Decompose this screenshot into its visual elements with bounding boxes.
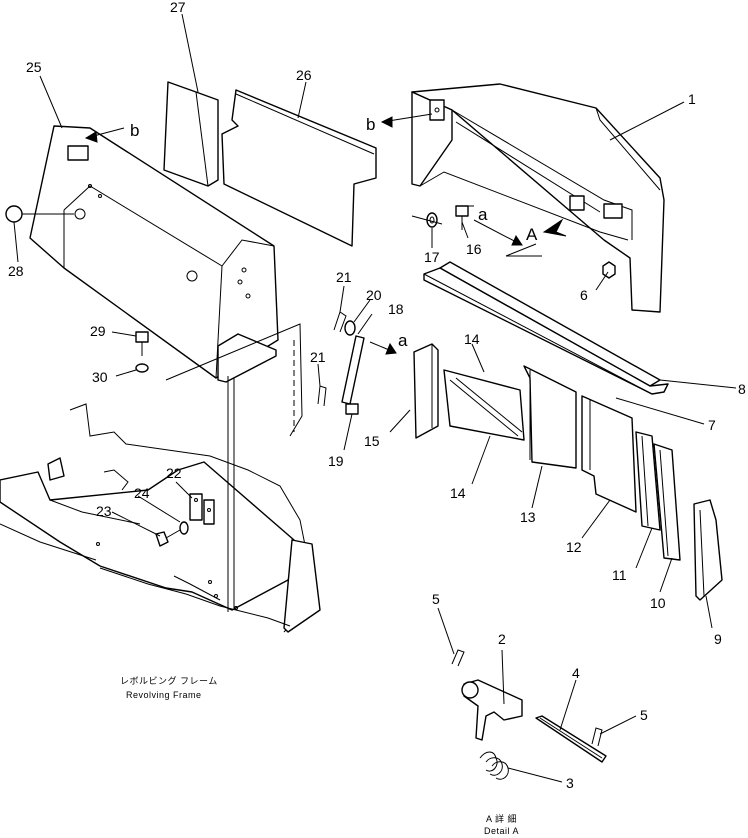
- part-2-hinge: [461, 679, 523, 741]
- callout-14-lower: 14: [450, 485, 466, 501]
- part-11-plate: [635, 431, 661, 531]
- part-24-washer: [179, 521, 189, 535]
- callout-8: 8: [738, 381, 746, 397]
- part-5-clip-right: [591, 727, 603, 747]
- callout-12: 12: [566, 539, 582, 555]
- part-3-spring: [479, 751, 509, 780]
- part-7-plate: [439, 261, 661, 387]
- callout-15: 15: [364, 433, 380, 449]
- part-26-cover-plate: [221, 89, 377, 247]
- part-15-side-plate: [413, 343, 439, 439]
- callout-26: 26: [296, 67, 312, 83]
- callout-2: 2: [498, 631, 506, 647]
- connection-lines: [165, 215, 542, 612]
- callout-16: 16: [466, 241, 482, 257]
- part-4-pin: [535, 715, 607, 763]
- callout-5-left: 5: [432, 591, 440, 607]
- callout-4: 4: [572, 665, 580, 681]
- view-letter-b-left: b: [130, 121, 139, 140]
- callout-14-upper: 14: [464, 331, 480, 347]
- callout-13: 13: [520, 509, 536, 525]
- callout-5-right: 5: [640, 707, 648, 723]
- callout-numbers: 1 2 3 4 5 5 6 7 8 9 10 11 12 13 14 14 15…: [8, 0, 746, 791]
- part-30-washer: [135, 363, 149, 373]
- part-22-plate: [189, 493, 215, 525]
- part-5-clip-left: [451, 649, 465, 667]
- part-27-cover-plate: [163, 81, 219, 187]
- callout-24: 24: [134, 485, 150, 501]
- callout-25: 25: [26, 59, 42, 75]
- part-16-bolt: [455, 205, 474, 230]
- callout-11: 11: [612, 567, 627, 583]
- leader-lines: [13, 13, 737, 783]
- callout-21-lower: 21: [310, 349, 326, 365]
- part-21-clip-lower: [317, 385, 327, 407]
- callout-10: 10: [650, 595, 666, 611]
- callout-9: 9: [714, 631, 722, 647]
- frame-caption-english: Revolving Frame: [126, 690, 202, 700]
- part-6-nut: [602, 261, 616, 279]
- callout-17: 17: [424, 249, 440, 265]
- callout-23: 23: [96, 503, 112, 519]
- view-letters: b b a a A: [130, 115, 538, 350]
- part-13-plate: [523, 365, 577, 469]
- callout-6: 6: [580, 287, 588, 303]
- callout-19: 19: [328, 453, 344, 469]
- view-arrows: [84, 113, 567, 355]
- part-28-grommet: [5, 205, 23, 223]
- callout-3: 3: [566, 775, 574, 791]
- revolving-frame: [0, 403, 321, 633]
- detail-caption-english: Detail A: [484, 826, 519, 836]
- callout-20: 20: [366, 287, 382, 303]
- callout-1: 1: [688, 91, 696, 107]
- view-letter-a-left: a: [398, 331, 408, 350]
- part-29-bolt: [135, 331, 149, 356]
- detail-caption: A 詳 細 Detail A: [484, 813, 519, 836]
- part-9-plate: [693, 499, 723, 601]
- part-8-strip: [423, 267, 669, 395]
- part-18-stay-rod: [341, 335, 365, 405]
- bracket: [217, 333, 277, 383]
- part-12-plate: [581, 395, 637, 513]
- view-letter-big-a: A: [526, 225, 538, 244]
- view-letter-b-right: b: [366, 115, 375, 134]
- detail-caption-japanese: A 詳 細: [486, 813, 517, 824]
- frame-caption-japanese: レボルビング フレーム: [120, 675, 218, 686]
- callout-21-upper: 21: [336, 269, 352, 285]
- callout-30: 30: [92, 369, 108, 385]
- part-10-plate: [653, 443, 681, 561]
- callout-29: 29: [90, 323, 106, 339]
- callout-27: 27: [170, 0, 186, 15]
- callout-7: 7: [708, 417, 716, 433]
- callout-22: 22: [166, 465, 182, 481]
- part-19-pin: [345, 403, 359, 415]
- view-letter-a-right: a: [478, 205, 488, 224]
- part-20-washer: [344, 320, 356, 336]
- part-21-clip-upper: [333, 311, 347, 333]
- callout-28: 28: [8, 263, 24, 279]
- frame-caption: レボルビング フレーム Revolving Frame: [120, 675, 218, 700]
- part-14-gusset-upper: [443, 369, 525, 441]
- callout-18: 18: [388, 301, 404, 317]
